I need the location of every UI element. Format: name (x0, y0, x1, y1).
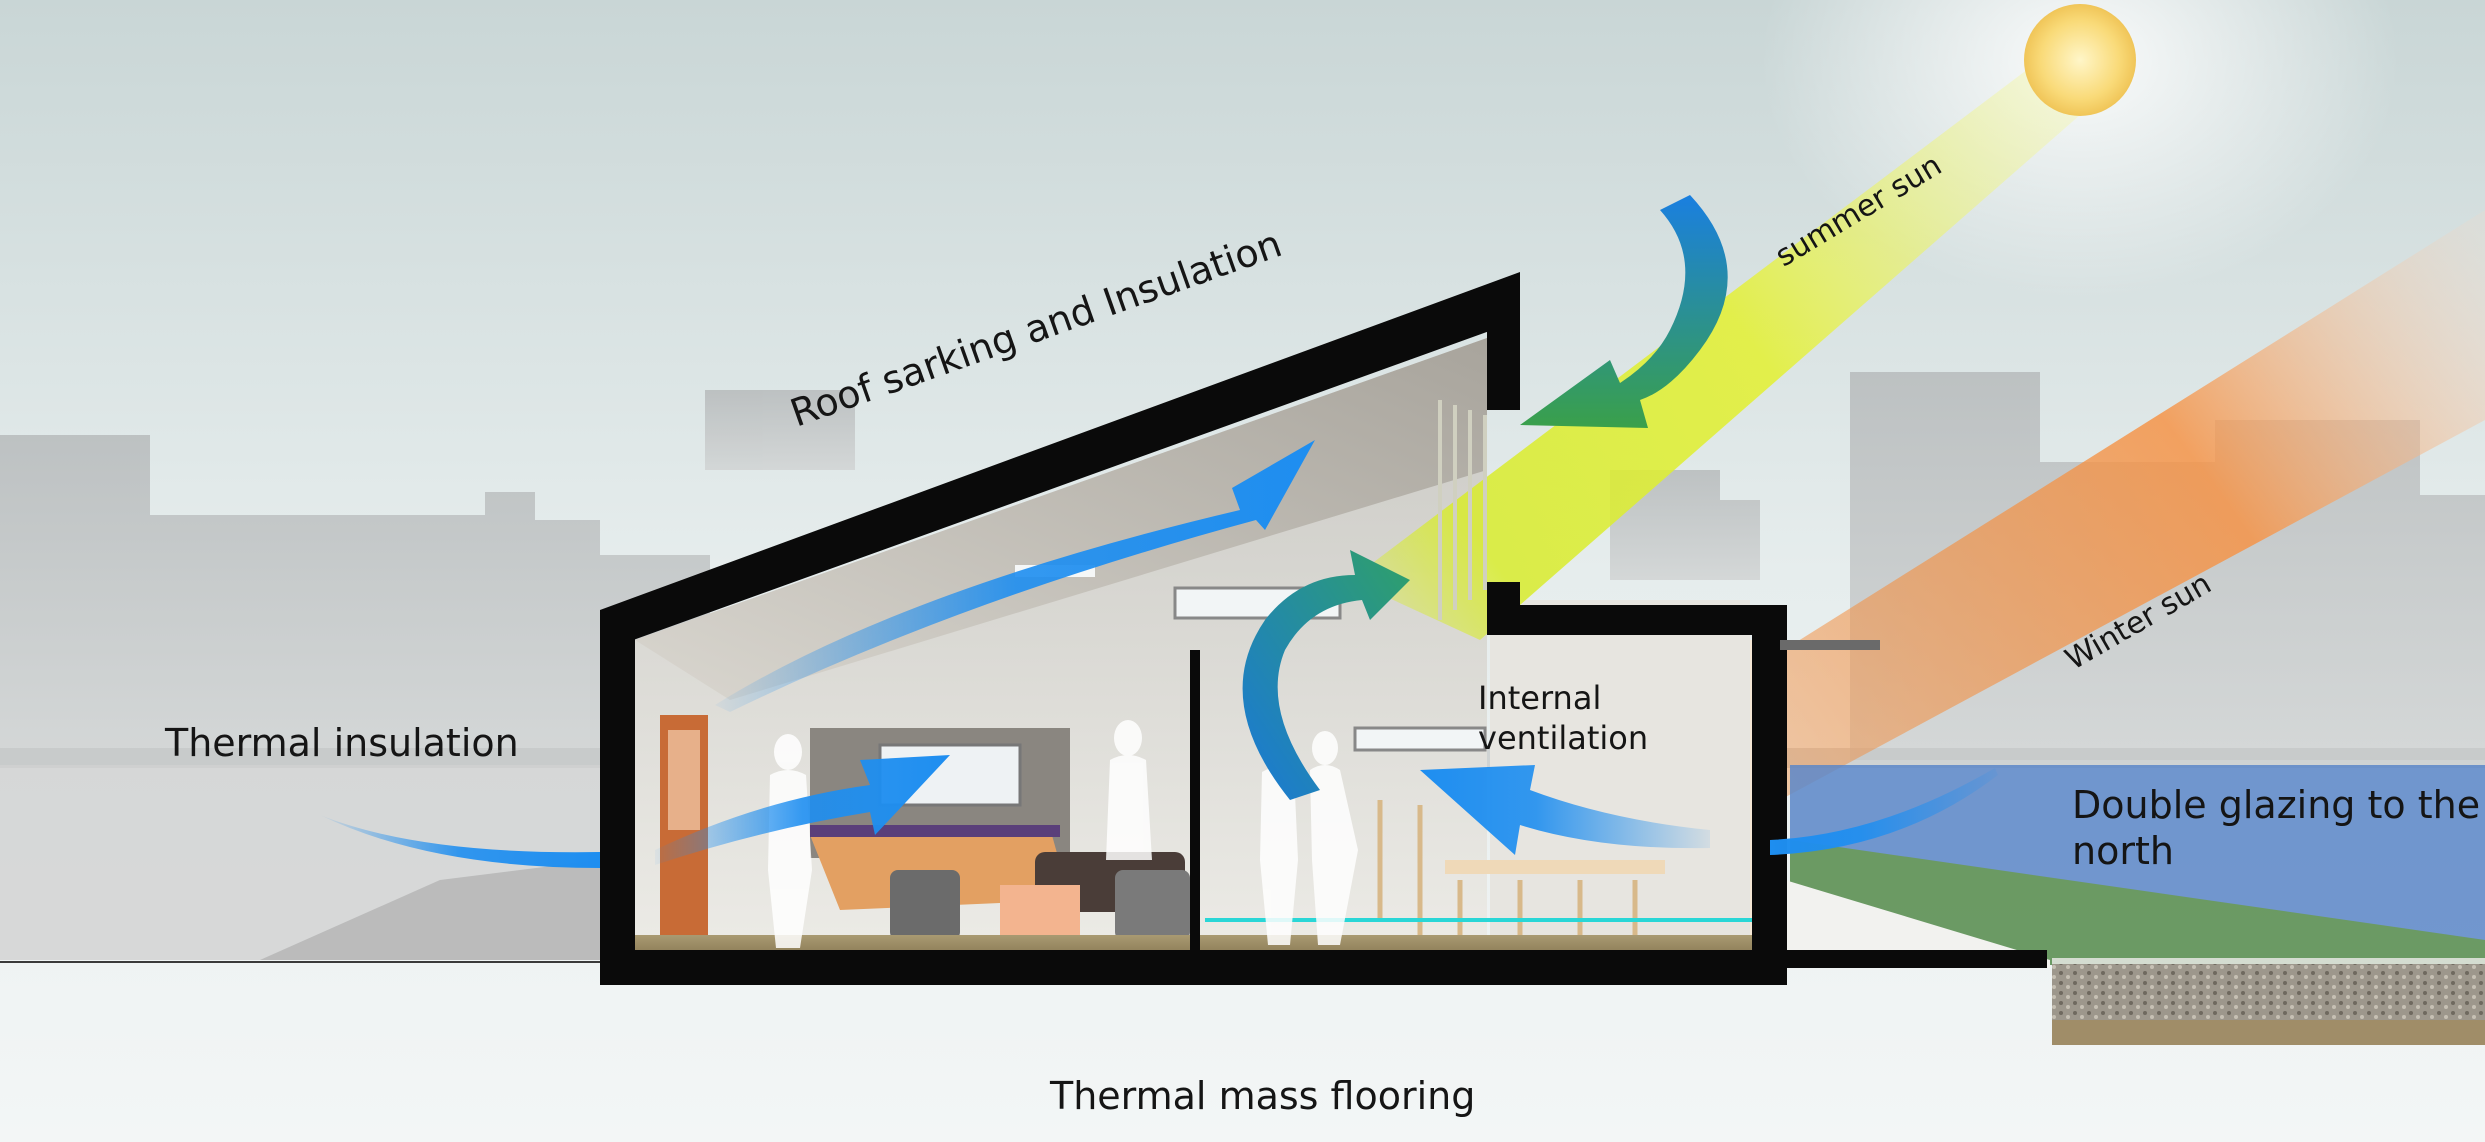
left-shadow (260, 860, 600, 960)
double-glazing-label-line1: Double glazing to the (2072, 783, 2481, 827)
soil-strip (2052, 1020, 2485, 1045)
dining-inflow-arrow (1420, 765, 1710, 855)
double-glazing-label-line2: north (2072, 829, 2174, 873)
lawn (1790, 840, 2485, 965)
sun (2024, 4, 2136, 116)
front-door-glass (668, 730, 700, 830)
internal-ventilation-label-line1: Internal (1478, 679, 1602, 717)
coffee-table (1000, 885, 1080, 935)
eave-right (1780, 640, 1880, 650)
winter-sun-beam (1720, 210, 2485, 800)
summer-sun-deflect-arrow (1520, 195, 1728, 428)
terrace (1785, 880, 2050, 968)
airflow-arrows (320, 195, 1998, 868)
thermal-mass-flooring-label: Thermal mass flooring (1050, 1074, 1476, 1118)
dining-table (1445, 860, 1665, 874)
thermal-insulation-arrow (320, 815, 600, 868)
internal-ventilation-arrow (1242, 550, 1410, 800)
dining-chairs (1377, 800, 1638, 945)
armchair-left (890, 870, 960, 940)
summer-sun-beam (1350, 60, 2120, 640)
window-louvres (1438, 400, 1487, 620)
gravel-edge (2052, 958, 2485, 964)
building-section-walls (600, 272, 2047, 985)
glazing-outflow-arrow (1770, 768, 1998, 855)
living-room-ceiling (635, 338, 1487, 700)
inflow-arrow (655, 755, 950, 865)
bench-top (810, 825, 1060, 837)
clerestory-window-right (1353, 726, 1487, 752)
internal-ventilation-label-line2: ventilation (1478, 719, 1649, 757)
dining-room-interior (1490, 600, 1750, 950)
roof-ventilation-arrow (715, 440, 1315, 712)
armchair-right (1115, 870, 1190, 940)
thermal-insulation-label: Thermal insulation (165, 721, 519, 765)
